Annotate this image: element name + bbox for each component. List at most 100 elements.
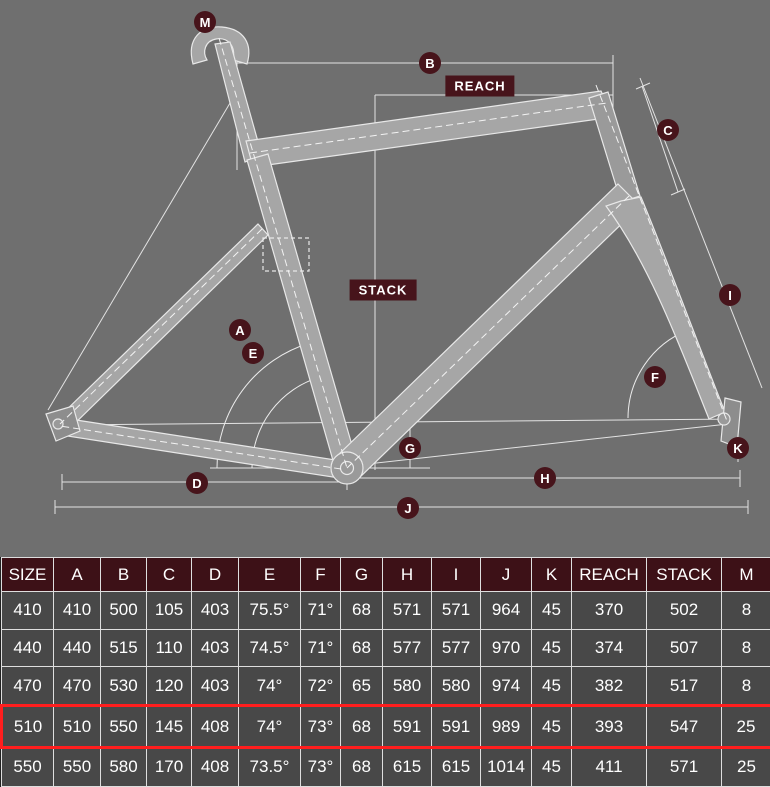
table-cell: 45	[531, 628, 572, 668]
table-cell: 370	[571, 591, 647, 630]
table-cell: 410	[53, 591, 101, 630]
column-header-a: A	[53, 557, 101, 592]
table-cell: 8	[721, 591, 770, 630]
column-header-reach: REACH	[571, 557, 647, 592]
frame-diagram-svg	[45, 26, 763, 514]
column-header-b: B	[100, 557, 147, 592]
table-cell: 580	[382, 666, 432, 707]
table-cell: 382	[571, 666, 647, 707]
table-cell: 25	[721, 704, 770, 749]
table-cell: 550	[100, 704, 147, 749]
steering-axis	[595, 84, 728, 422]
seat-stay-axis	[59, 228, 263, 425]
table-cell: 25	[721, 746, 770, 787]
table-cell: 145	[146, 704, 192, 749]
table-cell: 964	[480, 591, 532, 630]
marker-b: B	[419, 52, 441, 74]
table-cell: 410	[1, 591, 54, 630]
table-cell: 8	[721, 666, 770, 707]
table-cell: 74.5°	[238, 628, 301, 668]
table-cell: 517	[646, 666, 722, 707]
table-cell: 68	[340, 746, 383, 787]
table-cell: 571	[646, 746, 722, 787]
table-cell: 510	[0, 704, 54, 749]
table-cell: 577	[431, 628, 481, 668]
seat-axis	[218, 37, 348, 469]
front-axle	[717, 412, 731, 426]
column-header-stack: STACK	[646, 557, 722, 592]
table-cell: 71°	[300, 591, 341, 630]
table-cell: 510	[53, 704, 101, 749]
table-cell: 45	[531, 591, 572, 630]
table-cell: 550	[1, 746, 54, 787]
marker-f: F	[644, 366, 666, 388]
table-cell: 110	[146, 628, 192, 668]
rear-axle	[52, 418, 64, 430]
column-header-k: K	[531, 557, 572, 592]
table-cell: 45	[531, 746, 572, 787]
marker-a: A	[229, 319, 251, 341]
table-cell: 45	[531, 666, 572, 707]
table-cell: 105	[146, 591, 192, 630]
table-cell: 1014	[480, 746, 532, 787]
table-cell: 440	[53, 628, 101, 668]
marker-m: M	[194, 11, 216, 33]
marker-g: G	[399, 437, 421, 459]
table-cell: 45	[531, 704, 572, 749]
frame-geometry-diagram: M B C A E F I G K D H J REACH STACK	[45, 11, 763, 519]
table-cell: 68	[340, 591, 383, 630]
table-cell: 507	[646, 628, 722, 668]
table-cell: 408	[191, 704, 239, 749]
table-cell: 470	[53, 666, 101, 707]
table-cell: 500	[100, 591, 147, 630]
table-cell: 591	[431, 704, 481, 749]
table-cell: 530	[100, 666, 147, 707]
marker-k: K	[727, 437, 749, 459]
top-tube-axis	[249, 102, 608, 154]
table-cell: 571	[431, 591, 481, 630]
table-cell: 74°	[238, 704, 301, 749]
table-cell: 615	[382, 746, 432, 787]
table-cell: 74°	[238, 666, 301, 707]
table-cell: 470	[1, 666, 54, 707]
table-cell: 72°	[300, 666, 341, 707]
table-cell: 577	[382, 628, 432, 668]
table-cell: 73°	[300, 704, 341, 749]
column-header-f: F	[300, 557, 341, 592]
column-header-i: I	[431, 557, 481, 592]
table-cell: 75.5°	[238, 591, 301, 630]
bb-bore	[339, 460, 355, 476]
marker-j: J	[397, 497, 419, 519]
table-cell: 547	[646, 704, 722, 749]
table-cell: 550	[53, 746, 101, 787]
table-cell: 73.5°	[238, 746, 301, 787]
table-cell: 73°	[300, 746, 341, 787]
column-header-d: D	[191, 557, 239, 592]
table-cell: 71°	[300, 628, 341, 668]
column-header-g: G	[340, 557, 383, 592]
table-cell: 403	[191, 666, 239, 707]
table-cell: 403	[191, 591, 239, 630]
table-cell: 374	[571, 628, 647, 668]
column-header-e: E	[238, 557, 301, 592]
reach-label: REACH	[445, 75, 515, 97]
table-cell: 170	[146, 746, 192, 787]
table-cell: 580	[100, 746, 147, 787]
table-cell: 440	[1, 628, 54, 668]
table-cell: 571	[382, 591, 432, 630]
table-cell: 408	[191, 746, 239, 787]
column-header-size: SIZE	[1, 557, 54, 592]
column-header-m: M	[721, 557, 770, 592]
table-cell: 8	[721, 628, 770, 668]
table-cell: 974	[480, 666, 532, 707]
table-cell: 120	[146, 666, 192, 707]
table-cell: 502	[646, 591, 722, 630]
stack-label: STACK	[349, 279, 417, 301]
table-cell: 580	[431, 666, 481, 707]
